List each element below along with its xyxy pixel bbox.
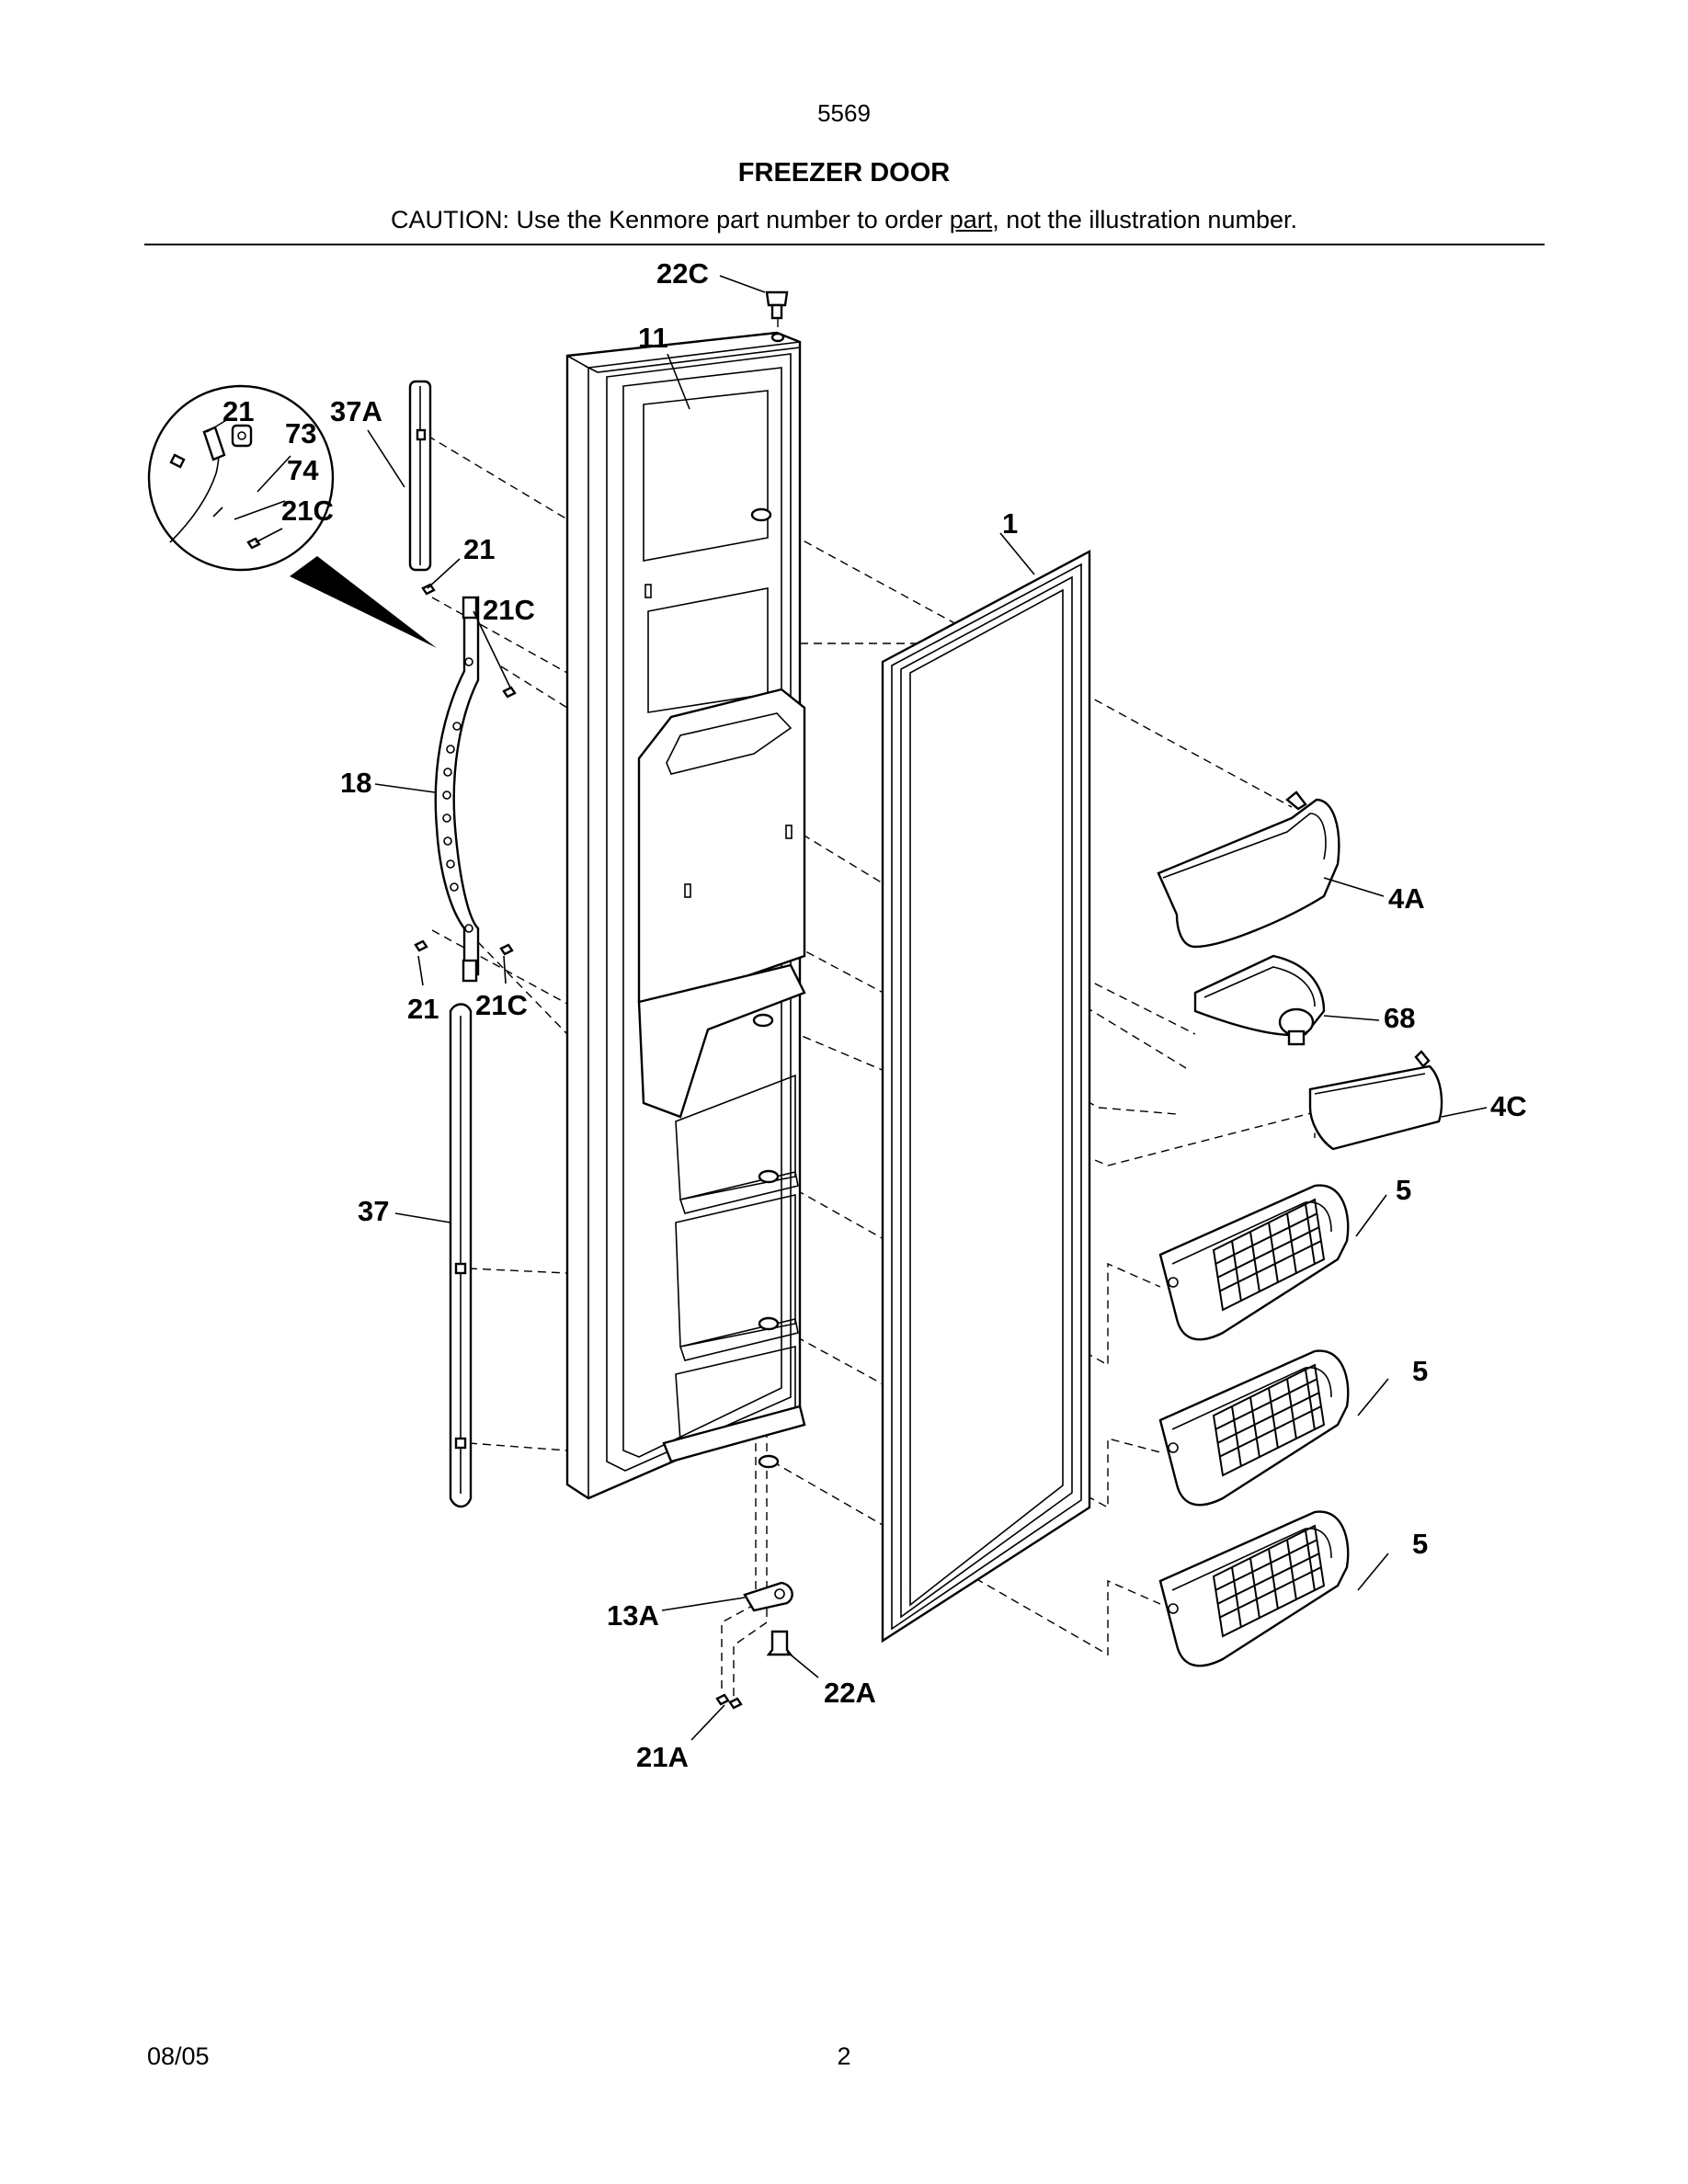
callout-labels: 22C 11 21 37A 73 74 21C 1 21 21C 18 4A 6… <box>222 257 1527 1773</box>
callout-13A: 13A <box>607 1599 659 1632</box>
model-number: 5569 <box>817 99 871 127</box>
detail-inset <box>147 384 437 648</box>
callout-5-upper: 5 <box>1396 1174 1411 1206</box>
hinge-bracket-13A <box>743 1581 793 1612</box>
trim-37 <box>449 1003 473 1508</box>
assembly-dashed-lines <box>427 319 1316 1701</box>
door-bin-4A <box>1157 791 1340 949</box>
callout-18: 18 <box>340 767 371 799</box>
callout-11: 11 <box>638 322 668 354</box>
handle-18 <box>434 596 480 983</box>
freezer-door-assembly <box>565 331 806 1500</box>
handle-screws <box>414 583 517 956</box>
callout-21C-lower: 21C <box>475 989 528 1021</box>
basket-5-middle <box>1158 1349 1350 1507</box>
callout-1: 1 <box>1002 507 1018 540</box>
footer-date: 08/05 <box>147 2042 210 2070</box>
hinge-screws-21A <box>715 1693 743 1710</box>
callout-21-lower: 21 <box>407 993 439 1025</box>
callout-68: 68 <box>1384 1002 1415 1034</box>
callout-37A: 37A <box>330 395 382 427</box>
caution-note: CAUTION: Use the Kenmore part number to … <box>0 206 1688 234</box>
callout-22A: 22A <box>824 1677 876 1709</box>
callout-21A: 21A <box>636 1741 689 1773</box>
top-hinge-pin-22C <box>765 290 789 320</box>
callout-37: 37 <box>358 1195 389 1227</box>
callout-74: 74 <box>287 454 319 486</box>
header-rule <box>144 244 1545 245</box>
trim-37A <box>408 380 432 572</box>
callout-4C: 4C <box>1490 1090 1527 1122</box>
basket-5-upper <box>1158 1184 1350 1341</box>
callout-21-inset: 21 <box>222 395 254 427</box>
callout-5-middle: 5 <box>1412 1355 1428 1387</box>
callout-4A: 4A <box>1388 882 1425 915</box>
callout-73: 73 <box>285 417 316 449</box>
caution-underlined-word: part <box>949 206 993 233</box>
callout-21-upper: 21 <box>463 533 495 565</box>
basket-5-lower <box>1158 1510 1350 1667</box>
bottom-hinge-pin-22A <box>766 1630 793 1656</box>
ice-bucket-68 <box>1193 954 1326 1046</box>
caution-text-end: , not the illustration number. <box>992 206 1297 233</box>
page-number: 2 <box>837 2042 851 2070</box>
door-bin-4C <box>1308 1050 1443 1151</box>
leader-lines <box>206 275 1488 1741</box>
page-title: FREEZER DOOR <box>737 158 951 188</box>
callout-21C-upper: 21C <box>483 594 535 626</box>
door-gasket <box>881 550 1091 1644</box>
callout-21C-inset: 21C <box>281 495 334 527</box>
callout-5-lower: 5 <box>1412 1528 1428 1560</box>
caution-text-start: CAUTION: Use the Kenmore part number to … <box>391 206 950 233</box>
callout-22C-top: 22C <box>656 257 709 290</box>
